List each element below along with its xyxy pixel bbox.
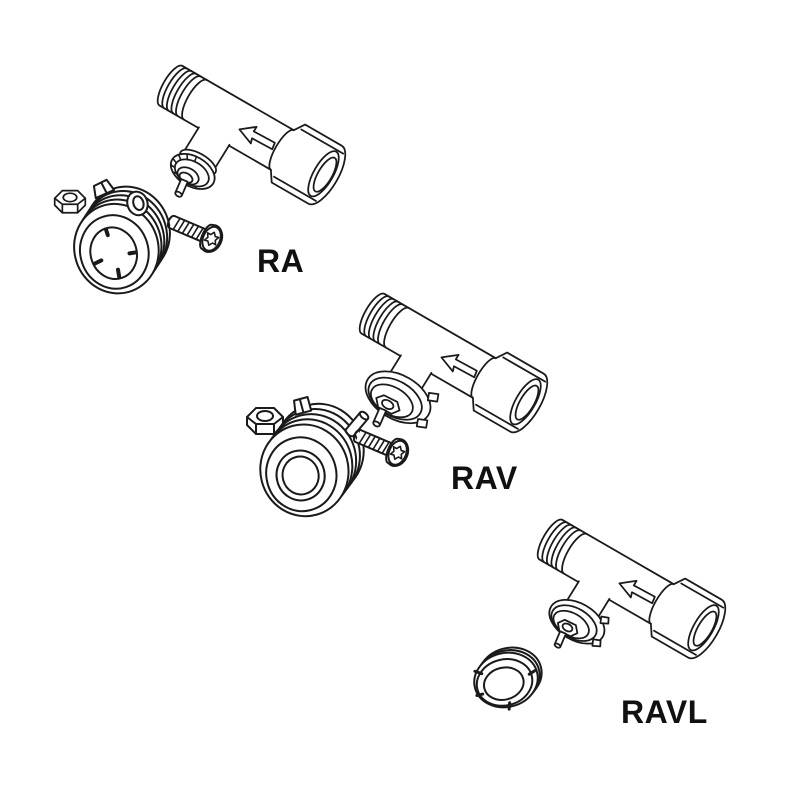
label-rav: RAV <box>451 460 518 496</box>
rav-adapter-collar <box>259 396 365 518</box>
label-ra: RA <box>257 243 305 279</box>
ra-screw <box>162 206 228 257</box>
ravl-assembly <box>473 505 735 711</box>
ra-hex-nut <box>53 189 87 214</box>
ra-assembly <box>53 51 355 295</box>
rav-assembly <box>246 279 557 518</box>
rav-valve-body <box>339 279 557 455</box>
rav-bonnet <box>364 370 440 429</box>
label-ravl: RAVL <box>621 694 708 730</box>
ra-bonnet <box>169 148 217 198</box>
ravl-snap-ring <box>473 646 543 711</box>
ravl-valve-body <box>517 505 735 681</box>
ra-valve-body <box>137 51 355 227</box>
ra-adapter-ring <box>73 178 171 295</box>
ravl-bonnet <box>548 598 610 649</box>
